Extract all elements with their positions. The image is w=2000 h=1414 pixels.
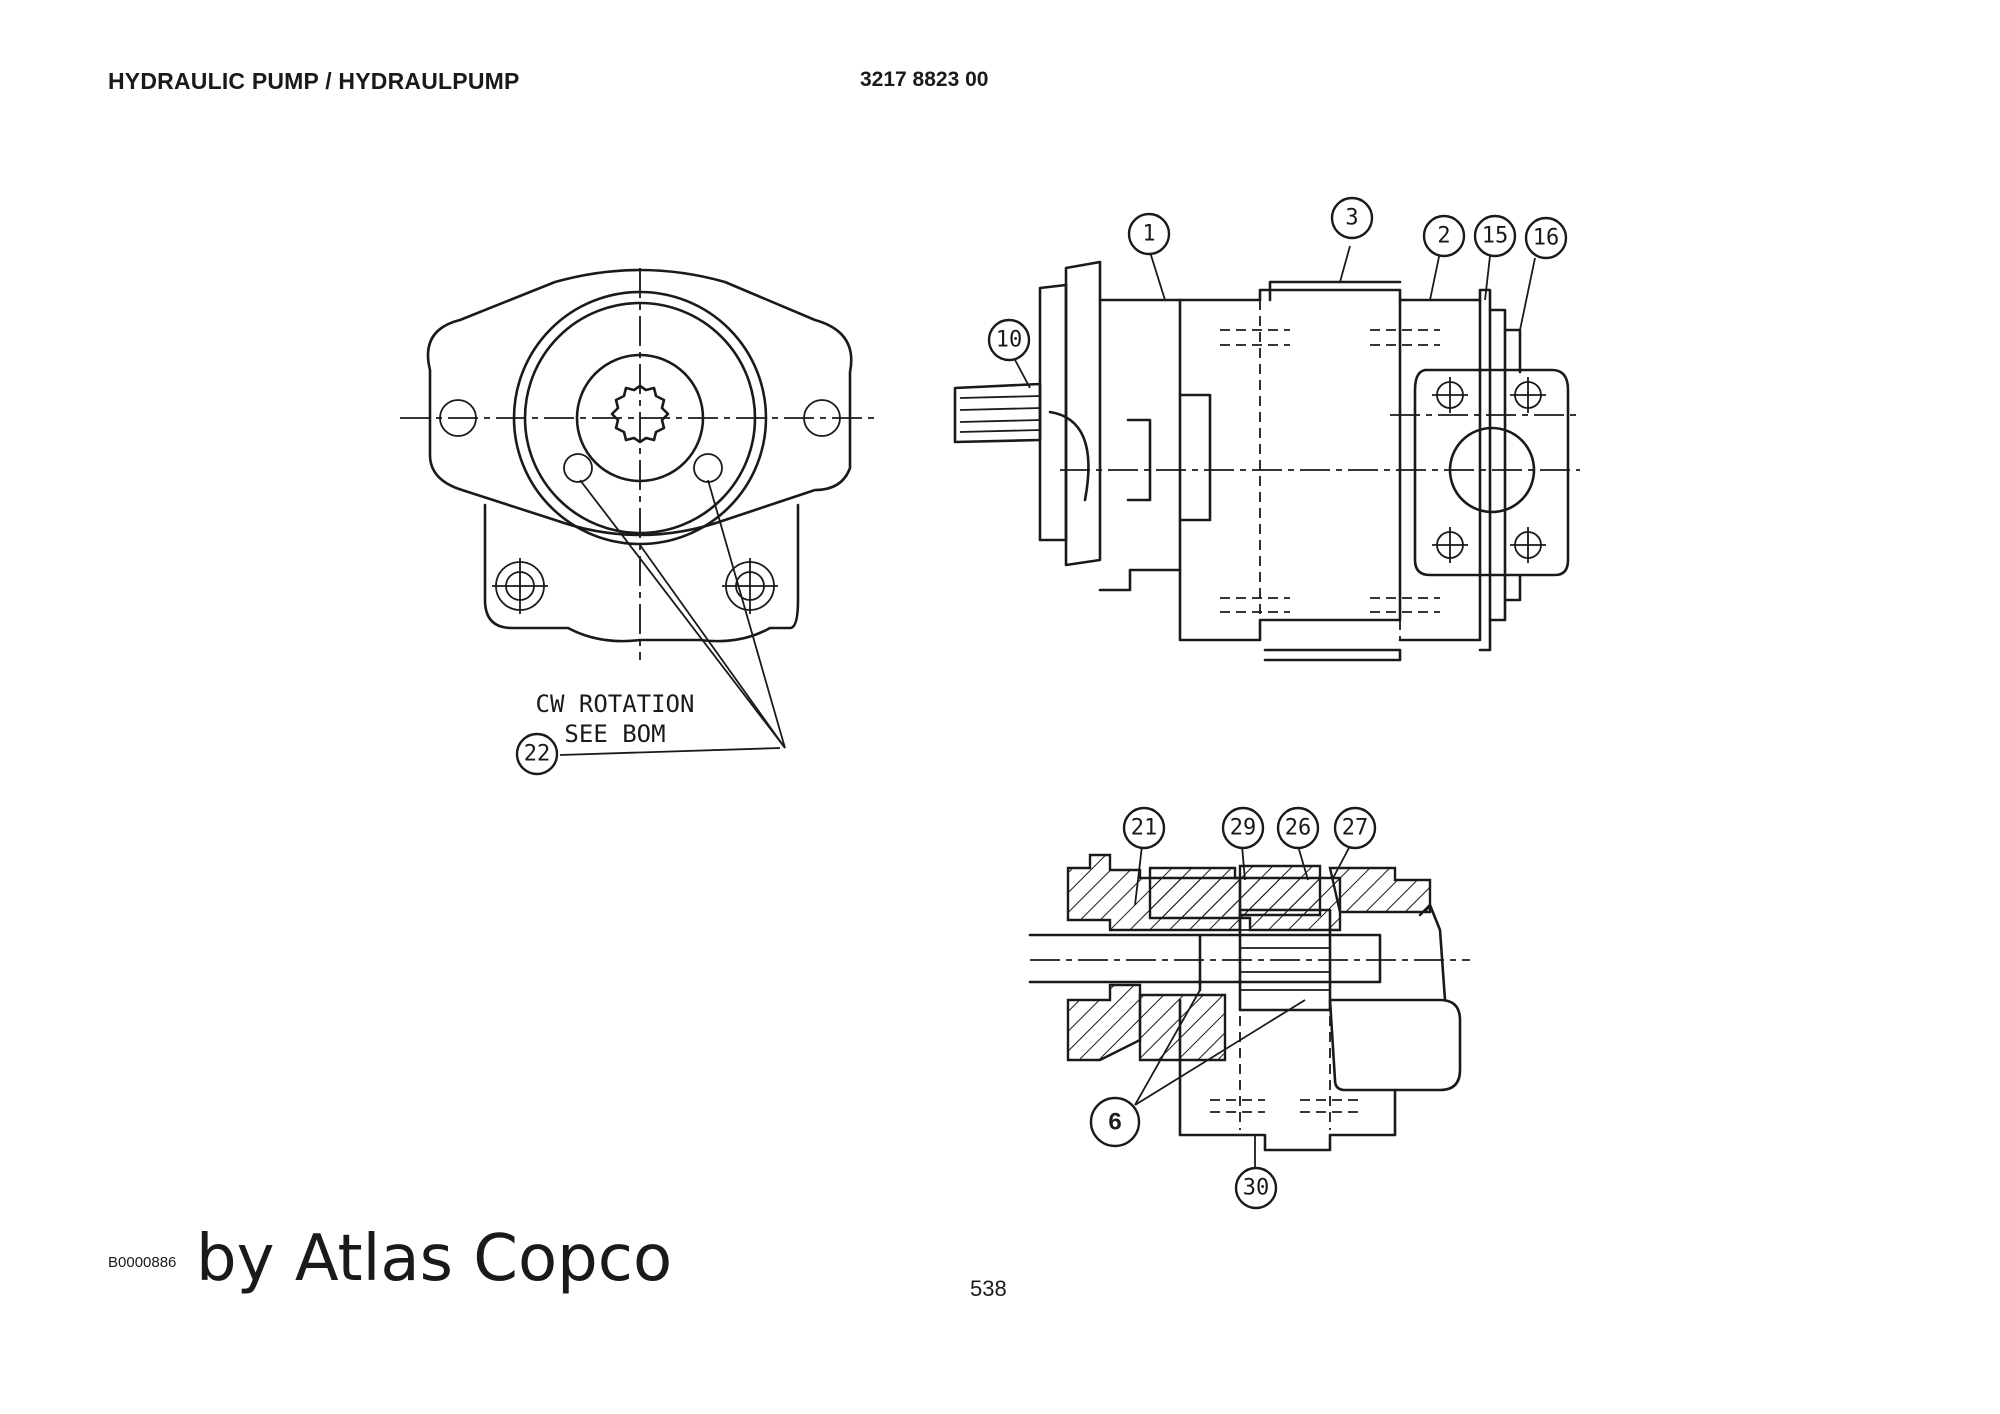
svg-text:29: 29	[1230, 816, 1257, 841]
page-number: 538	[970, 1276, 1007, 1301]
bom-note: SEE BOM	[564, 720, 665, 748]
svg-text:6: 6	[1108, 1109, 1121, 1136]
callout-3: 3	[1330, 196, 1374, 240]
callout-26: 26	[1276, 806, 1320, 850]
svg-text:26: 26	[1285, 816, 1312, 841]
svg-text:30: 30	[1243, 1176, 1270, 1201]
callout-29: 29	[1221, 806, 1265, 850]
section-view	[1028, 845, 1470, 1175]
svg-text:16: 16	[1533, 226, 1560, 251]
document-code: B0000886	[108, 1254, 177, 1271]
svg-text:21: 21	[1131, 816, 1158, 841]
callout-2: 2	[1422, 214, 1466, 258]
svg-text:3: 3	[1345, 206, 1358, 231]
front-view: CW ROTATION SEE BOM	[400, 268, 880, 756]
document-title: HYDRAULIC PUMP / HYDRAULPUMP	[108, 68, 520, 94]
brand-text: by Atlas Copco	[196, 1222, 673, 1296]
callout-22: 22	[515, 732, 559, 776]
callout-27: 27	[1333, 806, 1377, 850]
callout-15: 15	[1473, 214, 1517, 258]
svg-text:15: 15	[1482, 224, 1509, 249]
svg-text:1: 1	[1142, 222, 1155, 247]
callout-21: 21	[1122, 806, 1166, 850]
svg-text:2: 2	[1437, 224, 1450, 249]
callout-1: 1	[1127, 212, 1171, 256]
callout-6: 6	[1089, 1096, 1141, 1148]
callout-16: 16	[1524, 216, 1568, 260]
side-view	[953, 245, 1580, 662]
svg-text:22: 22	[524, 742, 551, 767]
svg-text:27: 27	[1342, 816, 1369, 841]
callout-10: 10	[987, 318, 1031, 362]
part-number: 3217 8823 00	[860, 68, 989, 91]
svg-text:10: 10	[996, 328, 1023, 353]
rotation-note: CW ROTATION	[536, 690, 695, 718]
callout-30: 30	[1234, 1166, 1278, 1210]
